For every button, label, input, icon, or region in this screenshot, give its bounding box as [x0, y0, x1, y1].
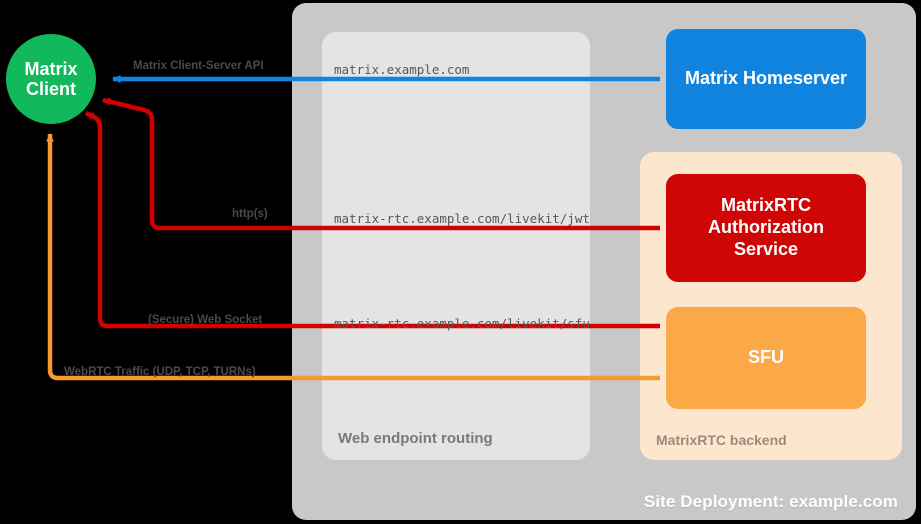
matrixrtc-backend-label: MatrixRTC backend [656, 432, 787, 448]
node-matrix-homeserver[interactable]: Matrix Homeserver [666, 29, 866, 129]
endpoint-url-jwt: matrix-rtc.example.com/livekit/jwt [334, 211, 590, 226]
endpoint-url-sfu: matrix-rtc.example.com/livekit/sfu [334, 316, 590, 331]
node-matrix-client-line2: Client [25, 79, 76, 99]
node-matrixrtc-authorization-service[interactable]: MatrixRTC Authorization Service [666, 174, 866, 282]
endpoint-url-homeserver: matrix.example.com [334, 62, 470, 77]
web-endpoint-routing-container: Web endpoint routing [322, 32, 590, 460]
edge-label-webrtc-traffic: WebRTC Traffic (UDP, TCP, TURNs) [64, 366, 256, 378]
edge-label-matrix-client-server-api: Matrix Client-Server API [133, 60, 264, 72]
node-auth-line2: Authorization [708, 217, 824, 238]
node-matrix-client-line1: Matrix [24, 58, 78, 79]
node-sfu[interactable]: SFU [666, 307, 866, 409]
edge-label-secure-web-socket: (Secure) Web Socket [148, 314, 263, 326]
node-auth-line1: MatrixRTC [720, 195, 811, 216]
site-deployment-label: Site Deployment: example.com [643, 492, 898, 511]
edge-secure-web-socket [84, 110, 660, 329]
node-auth-line3: Service [733, 238, 799, 259]
web-endpoint-routing-label: Web endpoint routing [338, 430, 493, 447]
node-sfu-label: SFU [748, 347, 784, 368]
edge-https [102, 97, 660, 231]
node-matrix-homeserver-label: Matrix Homeserver [684, 68, 848, 89]
node-matrix-client[interactable]: Matrix Client [6, 34, 96, 124]
edge-label-https: http(s) [232, 208, 268, 220]
edge-webrtc-traffic [46, 133, 660, 381]
